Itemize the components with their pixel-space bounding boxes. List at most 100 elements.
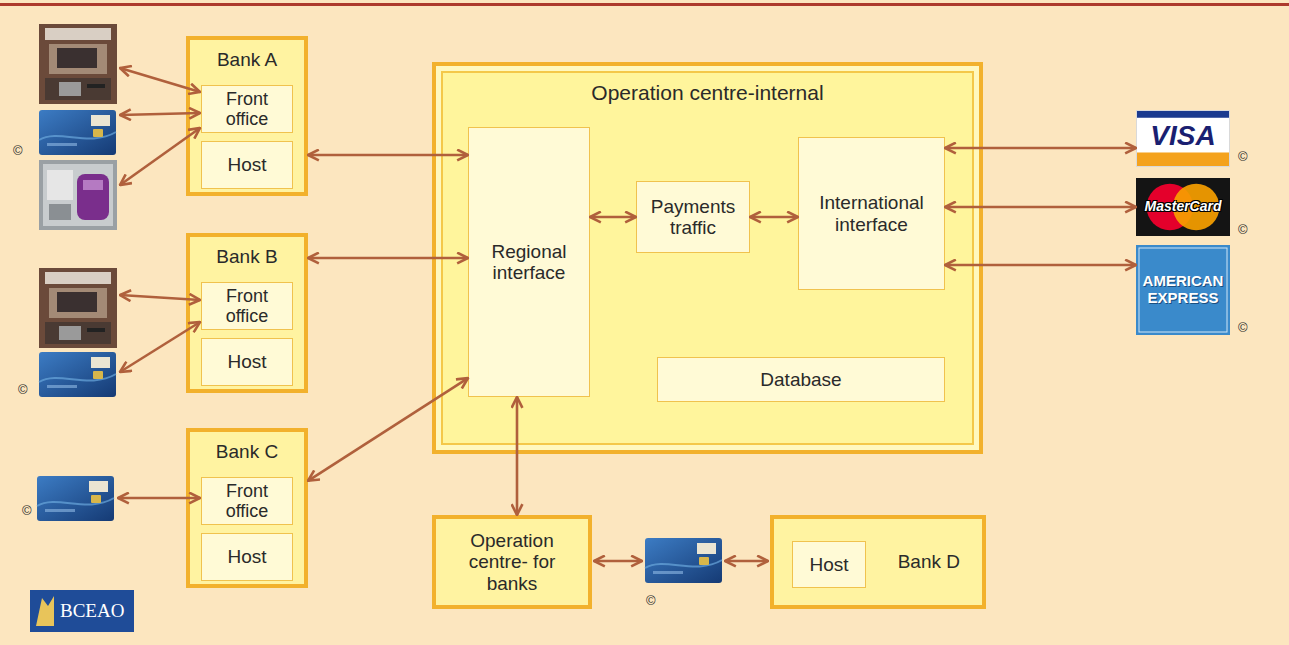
box-heading: Bank A	[217, 49, 277, 70]
copyright-mark: ©	[646, 594, 656, 609]
art-part	[37, 498, 114, 506]
logo-frame	[1139, 248, 1227, 332]
card-picture	[39, 110, 116, 155]
art-part	[120, 322, 200, 372]
box-label: Host	[227, 154, 266, 175]
logo-band	[1137, 111, 1229, 118]
terminal-picture	[39, 160, 117, 230]
art-part	[59, 82, 81, 96]
art-part	[39, 374, 116, 382]
art-part	[87, 84, 105, 88]
art-part	[30, 590, 134, 632]
label-anchor: ©	[13, 144, 23, 159]
art-part	[49, 288, 107, 318]
bank-box: Bank A Front officeHost	[186, 36, 308, 196]
box-label: Database	[760, 369, 841, 390]
logo-text: BCEAO	[60, 600, 124, 621]
art-part	[39, 24, 117, 104]
copyright-mark: ©	[1238, 223, 1248, 238]
label-anchor: ©	[1238, 150, 1248, 165]
art-part	[91, 115, 110, 126]
art-part	[93, 371, 103, 379]
copyright-mark: ©	[1238, 321, 1248, 336]
art-part	[57, 292, 97, 312]
connector-arrow	[590, 216, 636, 219]
art-part	[43, 164, 113, 226]
box-label: International interface	[803, 192, 940, 235]
connector-arrow	[945, 206, 1136, 209]
art-part	[118, 497, 200, 500]
art-part	[45, 28, 111, 40]
art-part	[49, 204, 71, 220]
box-label: Front office	[205, 89, 289, 129]
box-heading: Bank B	[216, 246, 277, 267]
art-part	[120, 68, 200, 92]
visa-logo: VISA	[1136, 110, 1230, 167]
operation-centre-box: Operation centre- for banks	[432, 515, 592, 609]
copyright-mark: ©	[18, 383, 28, 398]
box-label: AMERICAN EXPRESS	[1139, 273, 1227, 307]
logo-band	[1137, 152, 1229, 166]
interface-box: International interface	[798, 137, 945, 290]
art-part	[39, 132, 116, 140]
label-anchor: ©	[1238, 223, 1248, 238]
host-box: Host	[201, 338, 293, 386]
bank-box: Bank D Host	[770, 515, 986, 609]
card-picture	[39, 352, 116, 397]
art-part	[699, 557, 709, 565]
copyright-mark: ©	[13, 144, 23, 159]
box-label: VISA	[1150, 120, 1215, 151]
bceao-logo	[30, 590, 134, 632]
art-part	[89, 481, 108, 492]
art-part	[57, 48, 97, 68]
connector-arrow	[750, 216, 798, 219]
host-box: Host	[201, 141, 293, 189]
host-box: Host	[201, 533, 293, 581]
card-picture	[645, 538, 722, 583]
art-part	[653, 571, 683, 574]
card-picture	[37, 476, 114, 521]
art-part	[47, 170, 73, 200]
art-part	[47, 143, 77, 146]
front-office-box: Front office	[201, 282, 293, 330]
connector-arrow	[516, 397, 519, 515]
connector-arrow	[308, 154, 468, 157]
connector-arrow	[945, 147, 1136, 150]
box-label: Bank D	[898, 551, 960, 572]
mastercard-logo: MasterCard	[1136, 178, 1230, 236]
process-box: Payments traffic	[636, 181, 750, 253]
art-part	[697, 543, 716, 554]
label-anchor: BCEAO	[60, 600, 124, 621]
label-anchor: ©	[1238, 321, 1248, 336]
art-part	[45, 78, 111, 100]
art-part	[77, 174, 109, 220]
database-box: Database	[657, 357, 945, 402]
operation-centre-box: Operation centre-internalRegional interf…	[432, 62, 983, 454]
art-part	[36, 596, 54, 626]
art-part	[45, 272, 111, 284]
front-office-box: Front office	[201, 85, 293, 133]
label-anchor: ©	[646, 594, 656, 609]
art-part	[725, 560, 768, 563]
art-part	[59, 326, 81, 340]
host-box: Host	[792, 541, 866, 588]
art-part	[39, 160, 117, 230]
connector-arrow	[945, 264, 1136, 267]
art-part	[91, 357, 110, 368]
art-part	[120, 128, 200, 185]
art-part	[45, 509, 75, 512]
connector-arrow	[308, 378, 468, 481]
top-rule	[0, 3, 1289, 6]
box-label: MasterCard	[1144, 199, 1221, 215]
box-label: Payments traffic	[641, 196, 745, 239]
copyright-mark: ©	[22, 504, 32, 519]
art-part	[120, 113, 200, 115]
picture-arrows	[118, 68, 768, 561]
box-label: Front office	[205, 481, 289, 521]
front-office-box: Front office	[201, 477, 293, 525]
art-part	[49, 44, 107, 74]
art-part	[93, 129, 103, 137]
atm-picture	[39, 24, 117, 104]
box-label: Host	[809, 554, 848, 575]
